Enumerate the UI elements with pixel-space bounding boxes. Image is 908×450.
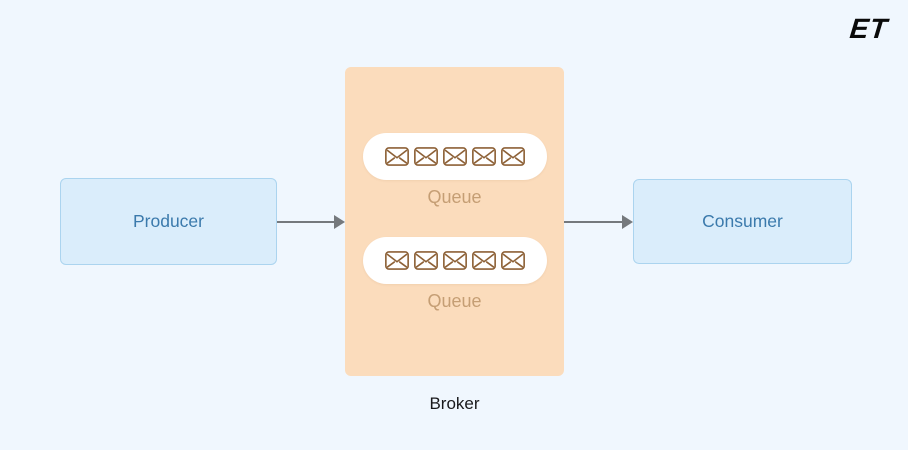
envelope-icon [471,251,496,270]
queue-group-2: Queue [362,237,547,312]
queue-2-pill [362,237,547,284]
broker-node: Queue Queue [345,67,564,376]
arrow-shaft [564,221,624,223]
consumer-label: Consumer [702,211,783,231]
producer-label: Producer [132,211,204,231]
envelope-icon [500,251,525,270]
queue-group-1: Queue [362,133,547,208]
consumer-node: Consumer [633,179,852,264]
envelope-icon [500,147,525,166]
arrow-head-icon [334,215,345,229]
envelope-icon [442,251,467,270]
arrow-shaft [277,221,336,223]
envelope-icon [413,251,438,270]
envelope-icon [442,147,467,166]
broker-label: Broker [429,394,480,413]
brand-logo: ET [848,13,890,44]
envelope-icon [471,147,496,166]
arrow-broker-to-consumer [564,215,633,229]
queue-2-label: Queue [427,291,482,311]
envelope-icon [384,251,409,270]
queue-1-messages [384,147,525,166]
envelope-icon [384,147,409,166]
queue-1-label: Queue [427,187,482,207]
envelope-icon [413,147,438,166]
producer-node: Producer [60,178,277,265]
queue-2-messages [384,251,525,270]
queue-1-pill [362,133,547,180]
arrow-head-icon [622,215,633,229]
arrow-producer-to-broker [277,215,345,229]
